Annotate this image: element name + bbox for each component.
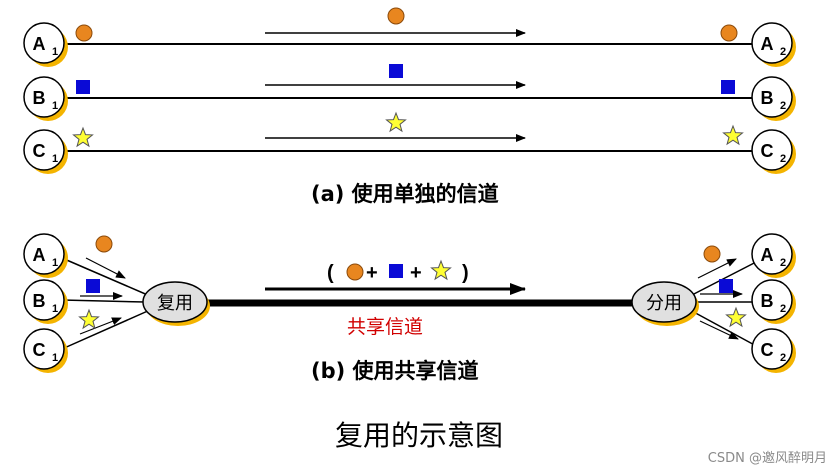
node-subscript: 1 xyxy=(52,257,58,269)
demux-label: 分用 xyxy=(646,293,682,314)
node-subscript: 2 xyxy=(780,257,786,269)
node-letter: A xyxy=(761,245,774,265)
caption-a: (a) 使用单独的信道 xyxy=(311,182,499,206)
small-arrow xyxy=(697,258,737,279)
circle-icon xyxy=(387,7,405,25)
node-subscript: 2 xyxy=(780,46,786,58)
output-line-a xyxy=(689,259,761,297)
part-b: 复用 分用 ( + + ) 共享信道 A xyxy=(23,233,796,383)
caption-b: (b) 使用共享信道 xyxy=(311,359,479,383)
node-subscript: 2 xyxy=(780,352,786,364)
node-letter: C xyxy=(33,340,46,360)
node-subscript: 2 xyxy=(780,153,786,165)
square-icon xyxy=(721,80,735,94)
node-a1: A 1 xyxy=(23,233,68,278)
plus-sign: + xyxy=(366,262,378,284)
node-subscript: 2 xyxy=(780,100,786,112)
paren-open: ( xyxy=(327,262,334,284)
input-line-a xyxy=(61,257,151,297)
node-a1: A 1 xyxy=(23,22,68,67)
circle-icon xyxy=(75,24,93,42)
node-letter: B xyxy=(33,88,46,108)
node-a2: A 2 xyxy=(751,22,796,67)
figure-title: 复用的示意图 xyxy=(335,419,503,452)
square-icon xyxy=(389,264,403,278)
node-c1: C 1 xyxy=(23,328,68,373)
plus-sign: + xyxy=(410,262,422,284)
node-subscript: 1 xyxy=(52,352,58,364)
square-icon xyxy=(389,64,403,78)
node-subscript: 1 xyxy=(52,100,58,112)
circle-icon xyxy=(720,24,738,42)
node-subscript: 2 xyxy=(780,303,786,315)
mux-node: 复用 xyxy=(142,281,210,326)
node-subscript: 1 xyxy=(52,46,58,58)
shared-channel-label: 共享信道 xyxy=(347,316,423,338)
node-letter: C xyxy=(761,340,774,360)
node-letter: B xyxy=(761,88,774,108)
paren-close: ) xyxy=(462,262,469,284)
node-b1: B 1 xyxy=(23,76,68,121)
star-icon xyxy=(722,124,744,146)
square-icon xyxy=(76,80,90,94)
node-a2: A 2 xyxy=(751,233,796,278)
node-subscript: 1 xyxy=(52,303,58,315)
input-line-c xyxy=(61,309,151,350)
circle-icon xyxy=(346,263,364,281)
combined-signal: ( + + ) xyxy=(327,259,469,284)
input-line-b xyxy=(61,299,146,303)
node-letter: C xyxy=(33,141,46,161)
node-b2: B 2 xyxy=(751,76,796,121)
node-letter: A xyxy=(33,34,46,54)
star-icon xyxy=(72,126,94,148)
star-icon xyxy=(385,111,407,133)
watermark: CSDN @邀风醉明月 xyxy=(707,451,827,466)
node-subscript: 1 xyxy=(52,153,58,165)
square-icon xyxy=(86,279,100,293)
node-letter: B xyxy=(33,291,46,311)
circle-icon xyxy=(703,245,721,263)
small-arrow xyxy=(79,317,122,335)
node-letter: A xyxy=(761,34,774,54)
part-a: A 1 B 1 C 1 A 2 B 2 xyxy=(23,7,796,206)
node-c2: C 2 xyxy=(751,328,796,373)
circle-icon xyxy=(95,235,113,253)
node-b2: B 2 xyxy=(751,279,796,324)
small-arrow xyxy=(699,320,739,340)
star-icon xyxy=(78,308,100,330)
star-icon xyxy=(725,306,747,328)
node-letter: B xyxy=(761,291,774,311)
star-icon xyxy=(430,259,452,281)
output-line-c xyxy=(689,309,761,349)
node-c2: C 2 xyxy=(751,129,796,174)
mux-label: 复用 xyxy=(157,293,193,314)
node-b1: B 1 xyxy=(23,279,68,324)
square-icon xyxy=(719,279,733,293)
node-letter: C xyxy=(761,141,774,161)
small-arrow xyxy=(85,257,126,279)
node-c1: C 1 xyxy=(23,129,68,174)
node-letter: A xyxy=(33,245,46,265)
demux-node: 分用 xyxy=(631,281,699,326)
